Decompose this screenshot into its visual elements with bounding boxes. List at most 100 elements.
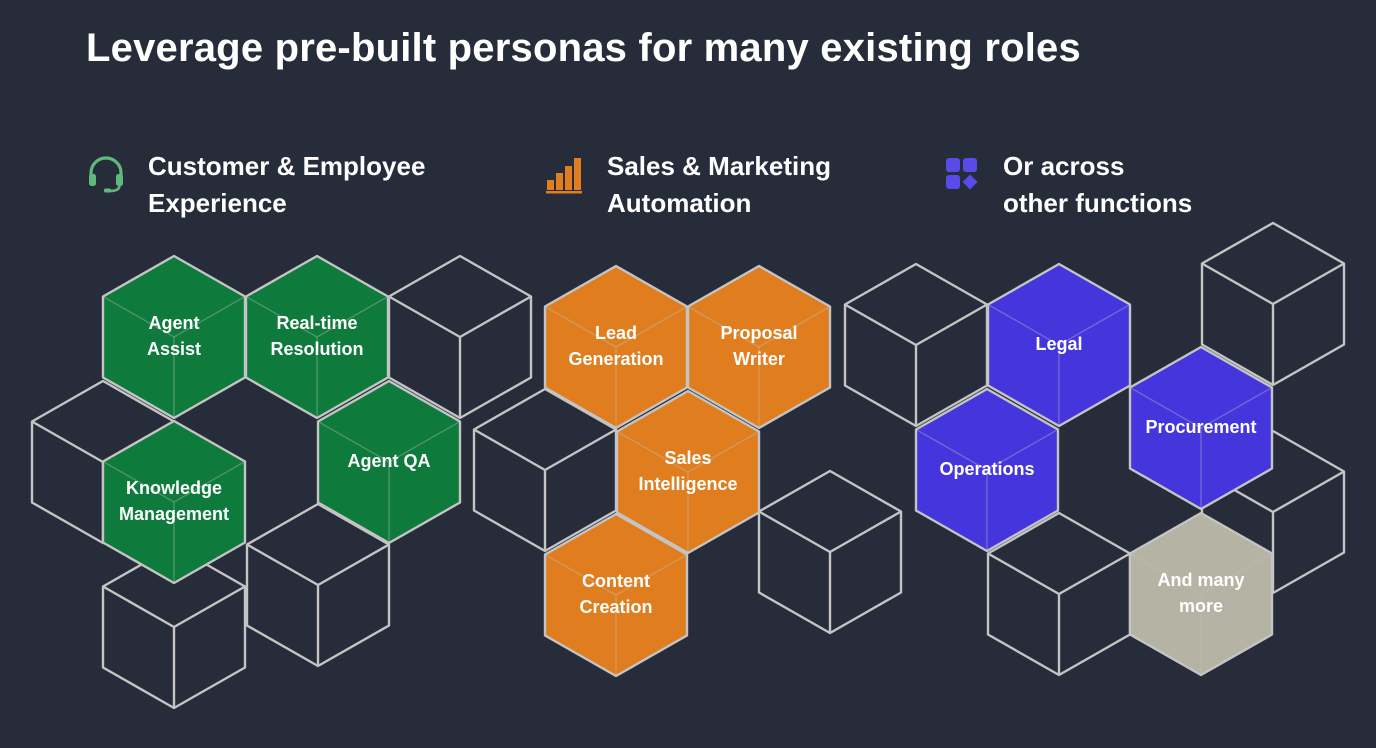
- cube-edge: [246, 543, 319, 587]
- cube-edge: [758, 510, 831, 554]
- hexagon-outline: [615, 389, 761, 555]
- page-title: Leverage pre-built personas for many exi…: [86, 26, 1081, 70]
- persona-label: Resolution: [271, 339, 364, 359]
- cube-edge: [1200, 386, 1273, 429]
- empty-cube: [245, 502, 391, 668]
- cube-edge: [102, 460, 175, 503]
- persona-label: Writer: [733, 349, 785, 369]
- cube-edge: [173, 585, 246, 629]
- persona-label: Knowledge: [126, 478, 222, 498]
- hexagon-outline: [1128, 345, 1274, 511]
- category-label-line1: Or across: [1003, 151, 1125, 181]
- cube-edge: [615, 553, 688, 596]
- category-label-line2: Experience: [148, 188, 287, 218]
- cube-edge: [31, 420, 104, 464]
- persona-label: Agent QA: [348, 451, 431, 471]
- cube-edge: [316, 295, 389, 338]
- cube-edge: [317, 420, 390, 463]
- cube-edge: [1272, 262, 1345, 306]
- apps-grid-icon: [946, 158, 978, 190]
- persona-label: Legal: [1035, 334, 1082, 354]
- hexagon-outline: [686, 264, 832, 430]
- cube-edge: [102, 295, 175, 338]
- persona-label: Sales: [664, 448, 711, 468]
- persona-label: Procurement: [1145, 417, 1256, 437]
- cube-edge: [245, 295, 318, 338]
- cube-edge: [388, 420, 461, 463]
- category-customer-employee: Customer & Employee Experience: [86, 148, 425, 222]
- category-label: Customer & Employee Experience: [148, 148, 425, 222]
- cube-edge: [1058, 552, 1131, 596]
- category-sales-marketing: Sales & Marketing Automation: [545, 148, 831, 222]
- cube-edge: [829, 510, 902, 554]
- persona-hexagon: [316, 379, 462, 545]
- cube-edge: [615, 305, 688, 348]
- hexagon-outline: [543, 512, 689, 678]
- cube-edge: [102, 585, 175, 629]
- persona-label: Intelligence: [638, 474, 737, 494]
- persona-label: Proposal: [720, 323, 797, 343]
- category-label-line1: Sales & Marketing: [607, 151, 831, 181]
- empty-cube: [757, 469, 903, 635]
- persona-label: Lead: [595, 323, 637, 343]
- persona-label: Content: [582, 571, 650, 591]
- cube-edge: [1200, 552, 1273, 595]
- persona-label: Generation: [568, 349, 663, 369]
- category-label: Sales & Marketing Automation: [607, 148, 831, 222]
- persona-hexagon: [543, 512, 689, 678]
- cube-edge: [1058, 303, 1131, 346]
- persona-hexagon: [1128, 511, 1274, 677]
- cube-edge: [544, 428, 617, 472]
- hexagon-outline: [1128, 511, 1274, 677]
- cube-edge: [317, 543, 390, 587]
- hexagon-outline: [757, 469, 903, 635]
- hexagon-outline: [245, 502, 391, 668]
- hexagon-outline: [316, 379, 462, 545]
- cube-edge: [459, 295, 532, 339]
- cube-edge: [388, 295, 461, 339]
- headset-icon: [89, 156, 123, 193]
- persona-hexagon: [101, 419, 247, 585]
- persona-label: Operations: [939, 459, 1034, 479]
- cube-edge: [986, 428, 1059, 471]
- hexagon-outline: [1200, 221, 1346, 387]
- bar-chart-icon: [546, 158, 582, 194]
- persona-hexagon: [914, 387, 1060, 553]
- persona-label: Management: [119, 504, 229, 524]
- cube-edge: [1129, 552, 1202, 595]
- cube-edge: [1272, 470, 1345, 514]
- category-label-line1: Customer & Employee: [148, 151, 426, 181]
- cube-edge: [987, 552, 1060, 596]
- cube-edge: [915, 303, 988, 347]
- cube-edge: [1201, 262, 1274, 306]
- persona-hexagon: [686, 264, 832, 430]
- persona-label: Assist: [147, 339, 201, 359]
- cube-edge: [616, 430, 689, 473]
- cube-edge: [1129, 386, 1202, 429]
- cube-edge: [915, 428, 988, 471]
- category-label: Or across other functions: [1003, 148, 1192, 222]
- cube-edge: [173, 460, 246, 503]
- cube-edge: [173, 295, 246, 338]
- hexagon-outline: [914, 387, 1060, 553]
- category-other-functions: Or across other functions: [941, 148, 1192, 222]
- hexagon-outline: [101, 419, 247, 585]
- hexagon-outline: [244, 254, 390, 420]
- persona-hexagon: [1128, 345, 1274, 511]
- persona-label: Agent: [149, 313, 200, 333]
- cube-edge: [844, 303, 917, 347]
- cube-edge: [987, 303, 1060, 346]
- persona-label: more: [1179, 596, 1223, 616]
- hexagon-outline: [986, 262, 1132, 428]
- persona-label: Creation: [579, 597, 652, 617]
- cube-edge: [544, 305, 617, 348]
- persona-hexagon: [615, 389, 761, 555]
- cube-edge: [544, 553, 617, 596]
- empty-cube: [1200, 221, 1346, 387]
- cube-edge: [687, 305, 760, 348]
- cube-edge: [473, 428, 546, 472]
- persona-label: And many: [1157, 570, 1244, 590]
- persona-label: Real-time: [276, 313, 357, 333]
- category-label-line2: Automation: [607, 188, 752, 218]
